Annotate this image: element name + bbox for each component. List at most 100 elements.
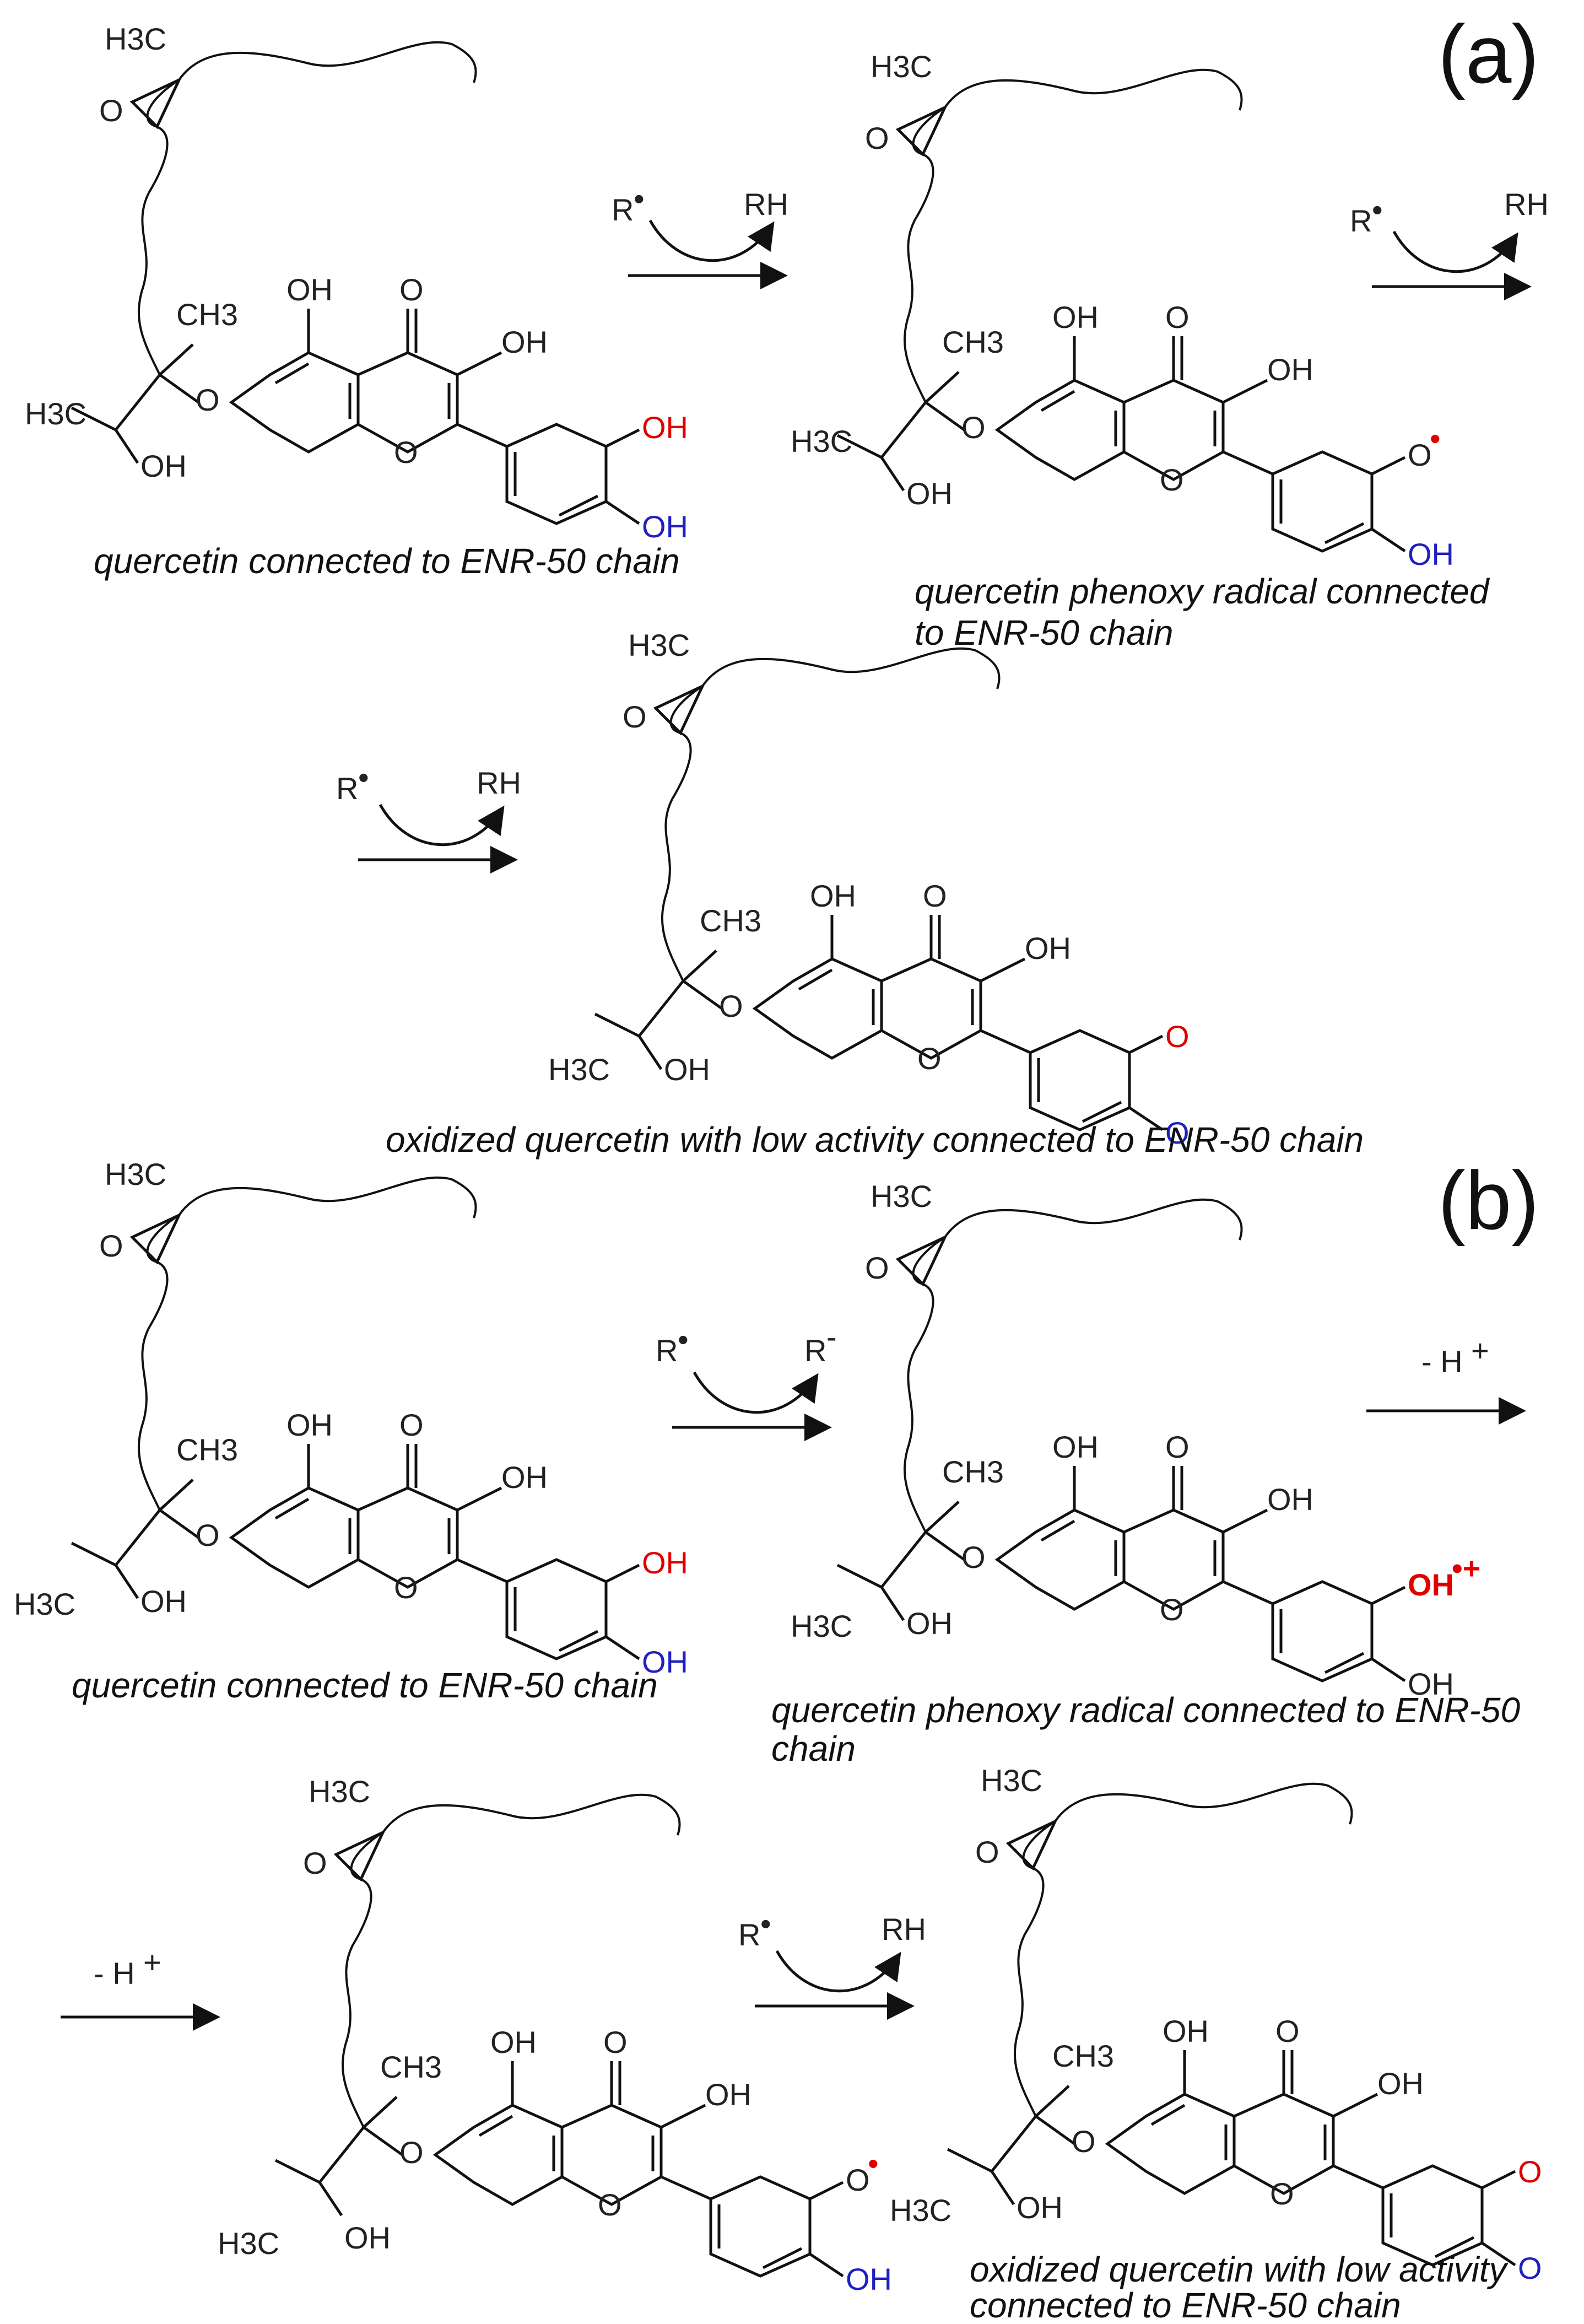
svg-text:H3C: H3C — [890, 2193, 952, 2228]
svg-text:O: O — [598, 2187, 622, 2222]
svg-text:O: O — [719, 989, 743, 1023]
svg-text:O: O — [1275, 2014, 1300, 2048]
svg-text:H3C: H3C — [105, 1157, 166, 1191]
svg-text:OH: OH — [906, 1606, 953, 1641]
svg-text:O: O — [623, 699, 647, 734]
svg-text:O: O — [1160, 462, 1184, 497]
svg-text:O: O — [865, 121, 889, 155]
molecule-b3: H3C O CH3 O H3C OH OH O OH O O • OH — [218, 1774, 892, 2296]
arrow-b2: - H + — [1366, 1333, 1526, 1425]
svg-text:•: • — [634, 181, 645, 216]
svg-text:•: • — [1430, 421, 1441, 456]
svg-text:H3C: H3C — [14, 1587, 75, 1621]
molecule-b1: H3C O CH3 O H3C OH OH O OH O OH OH — [14, 1157, 688, 1679]
svg-text:O: O — [865, 1250, 889, 1285]
svg-text:OH: OH — [664, 1052, 710, 1087]
svg-text:R: R — [738, 1917, 760, 1952]
svg-text:H3C: H3C — [871, 1179, 932, 1214]
svg-text:-: - — [826, 1319, 837, 1354]
svg-text:O: O — [1165, 1115, 1190, 1150]
svg-text:RH: RH — [744, 187, 788, 222]
svg-text:•: • — [760, 1906, 771, 1941]
svg-text:H3C: H3C — [628, 628, 690, 662]
panel-label-a: (a) — [1438, 8, 1539, 100]
svg-text:OH: OH — [286, 272, 333, 307]
svg-text:O: O — [846, 2163, 870, 2197]
svg-text:OH: OH — [501, 1460, 548, 1495]
svg-text:O: O — [1518, 2251, 1542, 2285]
svg-text:OH: OH — [344, 2220, 391, 2255]
svg-text:•: • — [1372, 192, 1383, 227]
svg-text:OH: OH — [1408, 537, 1454, 571]
svg-text:•: • — [678, 1322, 689, 1357]
svg-text:OH: OH — [642, 1545, 688, 1580]
svg-text:O: O — [603, 2025, 628, 2059]
svg-text:O: O — [961, 1540, 986, 1575]
molecule-a3: H3C O CH3 O H3C OH OH O OH O O O — [548, 628, 1190, 1150]
svg-text:H3C: H3C — [871, 49, 932, 84]
svg-text:H3C: H3C — [548, 1052, 610, 1087]
svg-text:- H: - H — [94, 1956, 135, 1991]
caption-b4-line2: connected to ENR-50 chain — [970, 2285, 1401, 2324]
svg-text:O: O — [303, 1846, 327, 1880]
svg-text:CH3: CH3 — [942, 1454, 1004, 1489]
svg-text:H3C: H3C — [25, 396, 87, 431]
caption-b4-line1: oxidized quercetin with low activity — [970, 2250, 1509, 2289]
svg-text:O: O — [961, 410, 986, 445]
arrow-a1: R • RH — [612, 181, 788, 289]
svg-text:OH: OH — [1267, 1482, 1313, 1517]
svg-text:OH: OH — [1052, 300, 1099, 335]
svg-text:OH: OH — [642, 1644, 688, 1679]
svg-text:O: O — [394, 435, 418, 470]
molecule-b4: H3C O CH3 O H3C OH OH O OH O O O — [890, 1763, 1542, 2285]
caption-a2-line1: quercetin phenoxy radical connected — [915, 571, 1490, 611]
svg-text:+: + — [143, 1945, 161, 1980]
svg-text:OH: OH — [846, 2262, 892, 2296]
svg-text:O: O — [975, 1835, 999, 1869]
arrow-b1: R • R - — [656, 1319, 837, 1441]
svg-text:OH: OH — [1052, 1430, 1099, 1464]
svg-text:CH3: CH3 — [942, 325, 1004, 359]
svg-text:H3C: H3C — [218, 2226, 279, 2261]
caption-a1: quercetin connected to ENR-50 chain — [94, 541, 680, 581]
svg-text:CH3: CH3 — [700, 903, 761, 938]
svg-text:OH: OH — [1025, 931, 1071, 966]
svg-text:OH: OH — [140, 449, 187, 483]
svg-text:OH: OH — [1267, 352, 1313, 387]
svg-text:O: O — [1165, 300, 1190, 335]
svg-text:R: R — [612, 192, 634, 227]
svg-text:H3C: H3C — [981, 1763, 1042, 1798]
svg-text:OH: OH — [501, 325, 548, 359]
svg-text:O: O — [1165, 1430, 1190, 1464]
svg-text:OH: OH — [1377, 2066, 1424, 2101]
svg-text:O: O — [399, 2135, 424, 2170]
svg-text:CH3: CH3 — [380, 2050, 442, 2084]
caption-b1: quercetin connected to ENR-50 chain — [72, 1665, 658, 1705]
svg-text:•: • — [868, 2146, 879, 2181]
svg-text:RH: RH — [1504, 187, 1549, 222]
svg-text:O: O — [394, 1570, 418, 1605]
svg-text:O: O — [1270, 2176, 1294, 2211]
svg-text:O: O — [196, 1518, 220, 1552]
svg-text:OH: OH — [642, 410, 688, 445]
svg-text:O: O — [1518, 2154, 1542, 2189]
svg-text:•: • — [358, 760, 369, 795]
svg-text:OH: OH — [1408, 1567, 1454, 1602]
svg-text:O: O — [1072, 2124, 1096, 2159]
svg-text:+: + — [1471, 1333, 1489, 1368]
svg-text:O: O — [1160, 1592, 1184, 1627]
svg-text:OH: OH — [286, 1408, 333, 1442]
svg-text:CH3: CH3 — [176, 297, 238, 332]
svg-text:RH: RH — [882, 1912, 926, 1946]
svg-text:O: O — [399, 272, 424, 307]
svg-text:R: R — [656, 1333, 678, 1368]
svg-text:O: O — [917, 1041, 942, 1076]
arrow-a3: R • RH — [336, 760, 521, 873]
arrow-a2: R • RH — [1350, 187, 1549, 300]
caption-a3: oxidized quercetin with low activity con… — [386, 1120, 1364, 1160]
svg-text:O: O — [1165, 1019, 1190, 1054]
svg-text:H3C: H3C — [105, 21, 166, 56]
svg-text:H3C: H3C — [791, 424, 852, 459]
caption-a2-line2: to ENR-50 chain — [915, 613, 1174, 653]
